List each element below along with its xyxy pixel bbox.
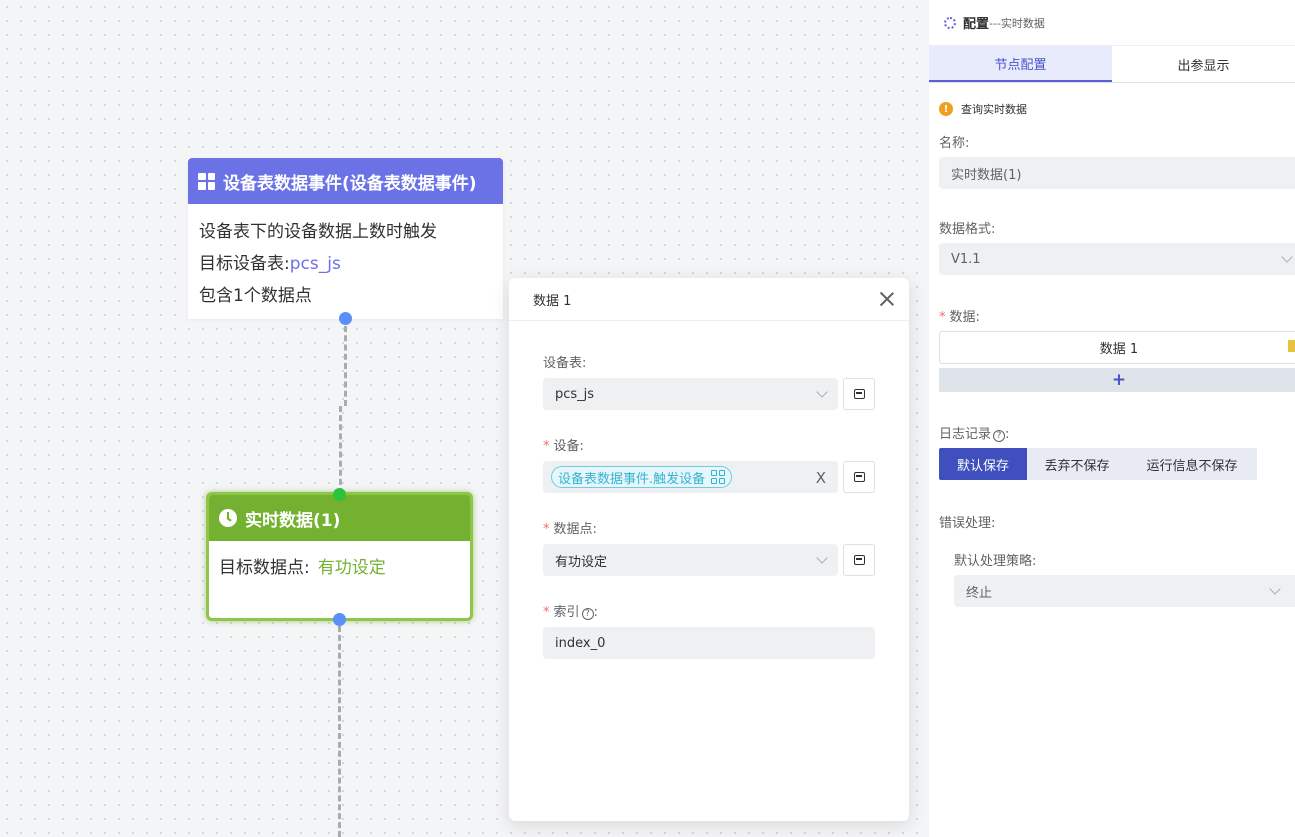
card-icon [853,389,865,399]
data-item-label: 数据 1 [1099,342,1139,357]
index-input[interactable]: index_0 [543,627,875,659]
device-field-label: 设备: [553,439,584,454]
strategy-select[interactable]: 终止 [954,575,1295,607]
clear-device-button[interactable]: X [815,469,826,487]
chevron-down-icon [1269,583,1281,595]
point-select[interactable]: 有功设定 [543,544,838,576]
add-data-button[interactable]: + [939,368,1295,392]
log-label-colon: : [1005,427,1010,442]
grid-icon [711,470,726,484]
data-dialog: 数据 1 设备表: pcs_js *设备: 设备表数据事件.触发设备 X *数据… [509,278,909,821]
panel-subtitle: ---实时数据 [989,16,1045,30]
strategy-select-value: 终止 [966,585,993,601]
data-label: 数据: [949,310,980,325]
realtime-node-label: 目标数据点: [219,558,310,578]
point-picker-button[interactable] [843,544,875,576]
connector-edge [339,406,342,494]
point-select-value: 有功设定 [555,554,608,570]
clock-icon [219,509,237,527]
panel-title: 配置 [963,17,990,32]
realtime-node-value: 有功设定 [317,558,386,578]
tab-output-params[interactable]: 出参显示 [1177,58,1230,74]
table-select-value: pcs_js [555,386,595,402]
index-field-label: 索引 [553,605,580,620]
trash-icon[interactable] [1288,340,1295,352]
apps-grid-icon [198,172,215,190]
dialog-title: 数据 1 [533,293,572,309]
flow-canvas[interactable]: 设备表数据事件(设备表数据事件) 设备表下的设备数据上数时触发 目标设备表:pc… [0,0,930,837]
index-label-colon: : [593,605,598,620]
strategy-label: 默认处理策略: [954,554,1037,569]
realtime-node-header: 实时数据(1) [209,495,470,541]
target-table-label: 目标设备表: [199,254,290,274]
table-picker-button[interactable] [843,378,875,410]
target-table-value: pcs_js [289,254,341,274]
point-field-label: 数据点: [553,522,597,537]
connector-edge [344,326,347,406]
notice-text: 查询实时数据 [961,103,1027,116]
log-option-default-save[interactable]: 默认保存 [939,448,1027,480]
index-input-value: index_0 [555,635,606,651]
format-label: 数据格式: [939,222,996,237]
chevron-down-icon [1281,251,1293,263]
realtime-node-output-port[interactable] [333,613,346,626]
realtime-node-input-port[interactable] [333,488,346,501]
event-node-target: 目标设备表:pcs_js [199,248,492,280]
log-option-group: 默认保存 丢弃不保存 运行信息不保存 [939,448,1257,480]
chevron-down-icon [816,386,828,398]
format-select[interactable]: V1.1 [939,243,1295,275]
name-input-value: 实时数据(1) [951,167,1022,183]
realtime-node-title: 实时数据(1) [245,510,341,531]
table-select[interactable]: pcs_js [543,378,838,410]
card-icon [853,555,865,565]
event-node-output-port[interactable] [339,312,352,325]
name-label: 名称: [939,136,970,151]
format-select-value: V1.1 [951,251,981,267]
help-icon[interactable]: ? [993,430,1006,442]
log-option-discard[interactable]: 丢弃不保存 [1027,448,1127,480]
event-node[interactable]: 设备表数据事件(设备表数据事件) 设备表下的设备数据上数时触发 目标设备表:pc… [188,158,503,319]
device-picker-button[interactable] [843,461,875,493]
log-option-no-runtime-info[interactable]: 运行信息不保存 [1127,448,1257,480]
event-node-title: 设备表数据事件(设备表数据事件) [223,173,477,194]
table-field-label: 设备表: [543,356,587,371]
event-node-header: 设备表数据事件(设备表数据事件) [188,158,503,204]
gear-icon [944,16,956,29]
error-handling-label: 错误处理: [939,516,996,531]
close-icon[interactable] [877,289,897,309]
name-input[interactable]: 实时数据(1) [939,157,1295,189]
config-panel: 配置 ---实时数据 节点配置 出参显示 ! 查询实时数据 名称: 实时数据(1… [929,0,1295,837]
data-item[interactable]: 数据 1 [939,331,1295,364]
tab-node-config[interactable]: 节点配置 [929,46,1112,82]
realtime-data-node[interactable]: 实时数据(1) 目标数据点: 有功设定 [206,492,473,621]
help-icon[interactable]: ? [581,608,594,620]
log-label: 日志记录 [939,427,992,442]
connector-edge [338,626,341,837]
warning-icon: ! [939,102,953,116]
event-node-description: 设备表下的设备数据上数时触发 [199,222,437,242]
device-tag-label: 设备表数据事件.触发设备 [558,471,706,487]
device-tag[interactable]: 设备表数据事件.触发设备 [551,466,733,488]
device-select[interactable]: 设备表数据事件.触发设备 X [543,461,838,493]
chevron-down-icon [816,552,828,564]
event-node-point-count: 包含1个数据点 [199,286,312,306]
card-icon [853,472,865,482]
